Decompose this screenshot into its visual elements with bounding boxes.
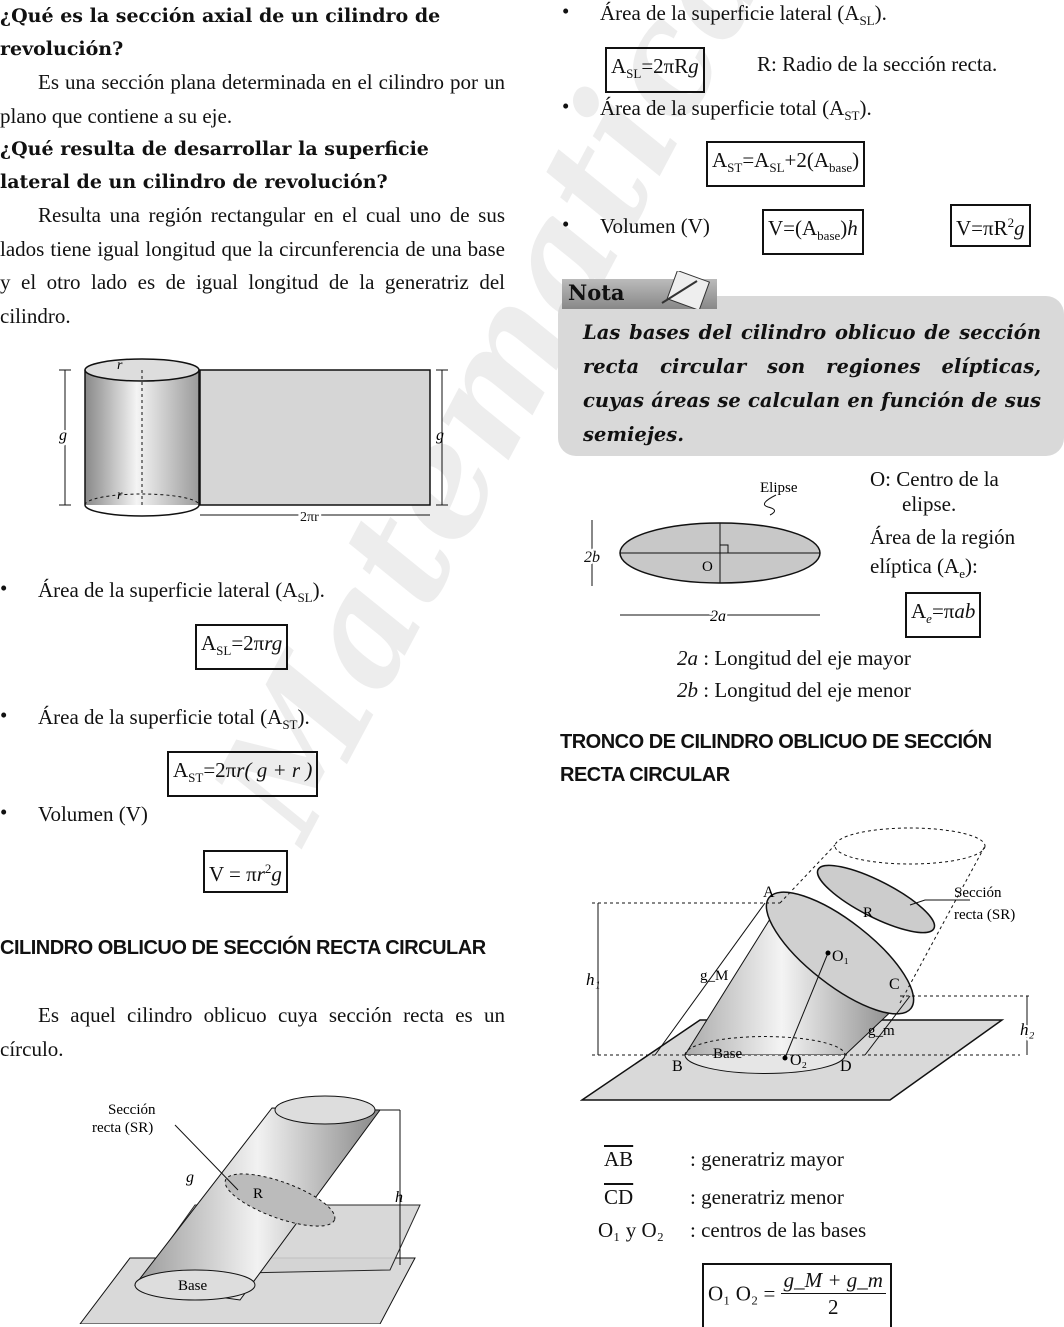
R-label: R	[253, 1186, 263, 1202]
section-text-oblique: Es aquel cilindro oblicuo cuya sección r…	[0, 1003, 505, 1061]
g-right-label: g	[436, 427, 444, 444]
base-label: Base	[178, 1278, 208, 1294]
formula-lateral-area: ASL=2πrg	[195, 624, 289, 671]
major-axis-label: 2a	[710, 608, 726, 625]
minor-axis-description: 2b : Longitud del eje menor	[677, 678, 911, 702]
O2-label: O₂	[790, 1052, 807, 1069]
formula-lateral-area-oblique: ASL=2πRg	[605, 47, 705, 94]
answer-development: Resulta una región rectangular en el cua…	[0, 203, 505, 328]
section-title-oblique: CILINDRO OBLICUO DE SECCIÓN RECTA CIRCUL…	[0, 937, 486, 959]
oblique-cylinder-figure: Sección recta (SR) g R h Base	[79, 1095, 421, 1324]
formula-total-area: AST=2πr( g + r )	[167, 751, 319, 798]
gm-label: g_m	[868, 1023, 895, 1039]
center-O-label: O	[702, 559, 713, 575]
point-A: A	[763, 884, 775, 901]
point-D: D	[840, 1058, 852, 1075]
formula-volume-radius: V=πR2g	[950, 204, 1031, 247]
sr-label-2: recta (SR)	[92, 1120, 153, 1136]
question-development: ¿Qué resulta de desarrollar la superfici…	[0, 138, 429, 193]
minor-axis-label: 2b	[584, 549, 600, 566]
development-rectangle	[199, 369, 431, 506]
answer-axial-section: Es una sección plana determinada en el c…	[0, 70, 505, 128]
note-tag: Nota	[562, 271, 717, 309]
r-bottom-label: r	[117, 488, 123, 503]
ellipse-figure: Elipse O 2b 2a	[582, 480, 821, 627]
formula-total-area-oblique: AST=ASL+2(Abase)	[706, 141, 866, 188]
point-C: C	[889, 976, 900, 993]
radius-note: R: Radio de la sección recta.	[757, 52, 998, 76]
section-title-trunk: TRONCO DE CILINDRO OBLICUO DE SECCIÓN RE…	[560, 731, 992, 786]
base-label: Base	[713, 1046, 743, 1062]
g-left-label: g	[59, 427, 67, 444]
width-label: 2πr	[300, 510, 319, 525]
cylinder-development-figure: g g g r r 2πr	[57, 358, 448, 525]
g-left-label: g	[59, 427, 67, 444]
sr-label-2: recta (SR)	[954, 907, 1015, 923]
sr-label-1: Sección	[108, 1102, 156, 1118]
g-label: g	[186, 1169, 194, 1186]
R-label: R	[863, 905, 873, 921]
question-axial-section: ¿Qué es la sección axial de un cilindro …	[0, 5, 441, 60]
formula-ellipse-area: Ae=πab	[905, 592, 982, 639]
point-B: B	[672, 1058, 683, 1075]
major-axis-description: 2a : Longitud del eje mayor	[677, 646, 911, 670]
sr-label-1: Sección	[954, 885, 1002, 901]
r-top-label: r	[117, 358, 123, 373]
note-box	[558, 296, 1064, 456]
O1-label: O₁	[832, 948, 849, 965]
h2-label: h₂	[1020, 1020, 1035, 1039]
h1-label: h₁	[586, 970, 600, 989]
formula-volume-base-height: V=(Abase)h	[762, 209, 864, 256]
clipboard-icon	[661, 271, 711, 309]
trunk-figure: A B C D R O₁ O₂ h₁ h₂ g_M g_m Base Secci…	[580, 827, 1037, 1101]
formula-volume: V = πr2g	[203, 850, 288, 893]
ellipse-label: Elipse	[760, 480, 798, 496]
gM-label: g_M	[700, 968, 728, 984]
h-label: h	[395, 1189, 403, 1206]
note-text: Las bases del cilindro oblicuo de secció…	[583, 321, 1041, 446]
